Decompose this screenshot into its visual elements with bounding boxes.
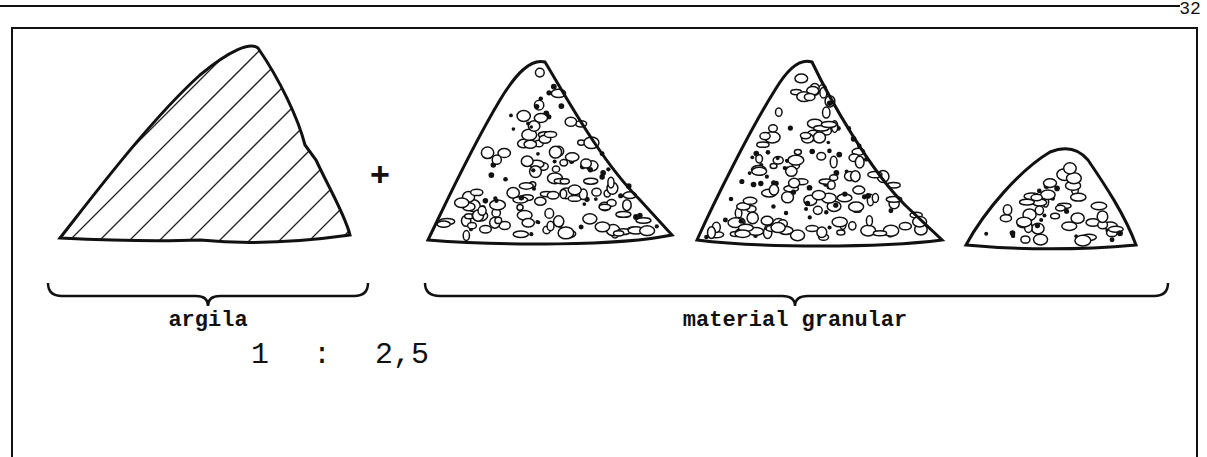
granular-pile <box>966 149 1136 249</box>
ratio: 1 : 2,5 <box>251 340 429 370</box>
frame <box>12 28 1197 457</box>
group-label: material granular <box>683 310 907 332</box>
header-rule <box>0 5 1180 7</box>
group-label: argila <box>168 310 247 332</box>
clay-hatch <box>0 30 670 250</box>
granular-pile <box>428 61 672 244</box>
bracket <box>425 283 1168 306</box>
page-number: 32 <box>1179 0 1201 18</box>
grains <box>437 68 1123 246</box>
granular-pile <box>697 61 942 246</box>
plus-sign: + <box>370 160 390 194</box>
bracket <box>48 283 368 306</box>
clay-pile <box>60 46 350 242</box>
